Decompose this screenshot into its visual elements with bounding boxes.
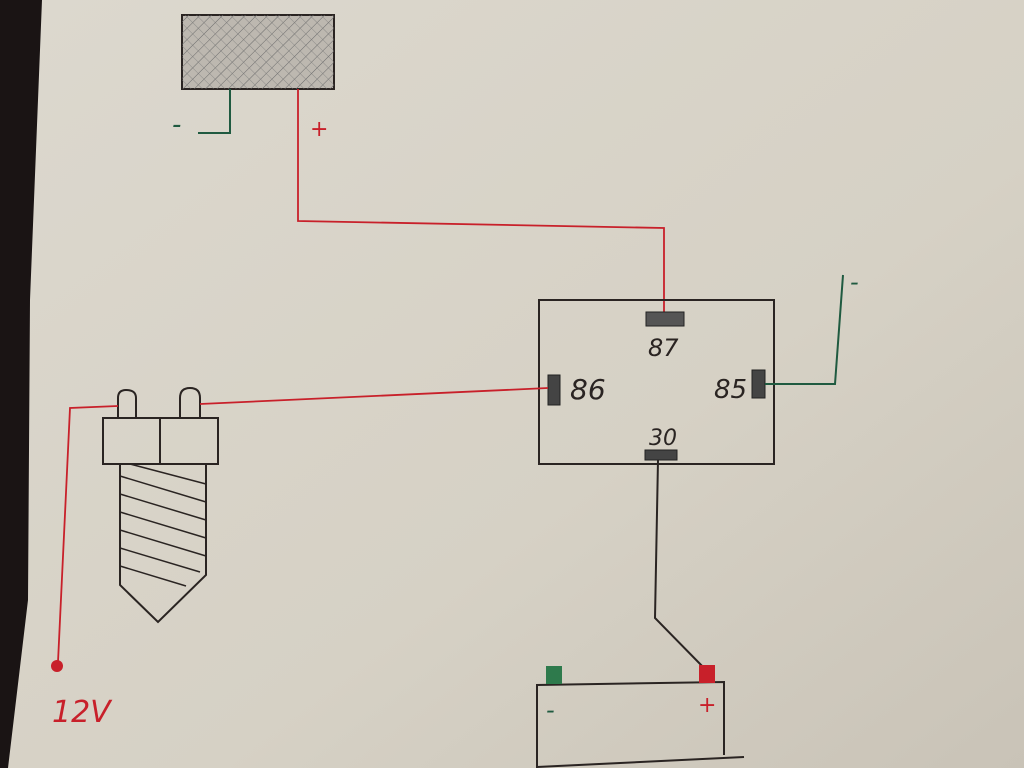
wire-switch-to-12v xyxy=(57,405,119,663)
battery-plus-label: + xyxy=(698,693,716,718)
pressure-switch xyxy=(102,386,219,624)
wire-lamp-to-87 xyxy=(297,89,665,312)
12v-terminal-dot xyxy=(51,660,63,672)
pin-86-terminal xyxy=(547,374,561,406)
pin-30-label: 30 xyxy=(649,426,677,451)
battery-minus-label: - xyxy=(546,696,555,724)
pin-30-terminal xyxy=(644,449,678,461)
battery-positive-terminal xyxy=(699,665,715,683)
lamp-plus-label: + xyxy=(310,117,328,142)
battery: - + xyxy=(536,665,745,768)
12v-label: 12V xyxy=(52,695,113,730)
relay: 87 86 85 30 xyxy=(538,299,775,465)
wire-switch-to-86 xyxy=(199,387,549,405)
pin-87-label: 87 xyxy=(648,334,679,362)
pin-85-label: 85 xyxy=(714,375,747,405)
paper-sheet xyxy=(8,0,1024,768)
lamp-minus-label: - xyxy=(172,110,181,140)
pin-85-terminal xyxy=(751,369,766,399)
pin-86-label: 86 xyxy=(570,373,606,406)
battery-negative-terminal xyxy=(546,666,562,684)
wire-85-to-ground xyxy=(765,274,844,385)
ground-label: - xyxy=(850,268,859,296)
lamp: - + xyxy=(172,14,335,142)
wire-30-to-battery xyxy=(653,459,707,671)
pin-87-terminal xyxy=(645,311,685,327)
